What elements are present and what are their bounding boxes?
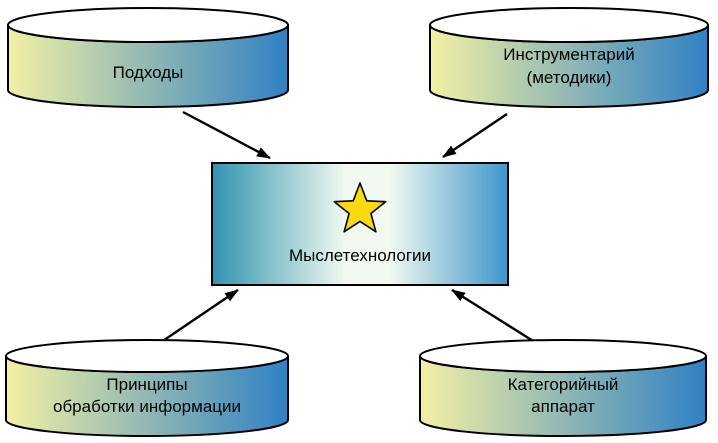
cylinder-approaches: Подходы <box>7 7 289 108</box>
cylinder-tools: Инструментарий (методики) <box>429 7 709 108</box>
cylinder-top-ellipse <box>5 339 289 373</box>
star-icon <box>333 182 387 233</box>
arrow-top-right <box>442 113 508 158</box>
cylinder-label-approaches: Подходы <box>113 63 184 82</box>
cylinder-top-ellipse <box>7 7 289 43</box>
cylinder-label-principles-line1: Принципы <box>106 375 187 394</box>
arrow-top-left <box>182 110 271 160</box>
cylinder-top-ellipse <box>429 7 709 43</box>
center-label: Мыслетехнологии <box>289 246 431 265</box>
cylinder-label-tools-line2: (методики) <box>527 68 612 87</box>
cylinder-label-categories-line1: Категорийный <box>508 375 619 394</box>
cylinder-categories: Категорийный аппарат <box>419 339 707 437</box>
cylinder-label-tools-line1: Инструментарий <box>503 45 635 64</box>
center-box: Мыслетехнологии <box>211 162 509 286</box>
cylinder-principles: Принципы обработки информации <box>5 339 289 437</box>
cylinder-label-principles-line2: обработки информации <box>53 397 241 416</box>
cylinder-top-ellipse <box>419 339 707 373</box>
cylinder-label-categories-line2: аппарат <box>531 397 595 416</box>
center-box-rect <box>211 162 509 286</box>
